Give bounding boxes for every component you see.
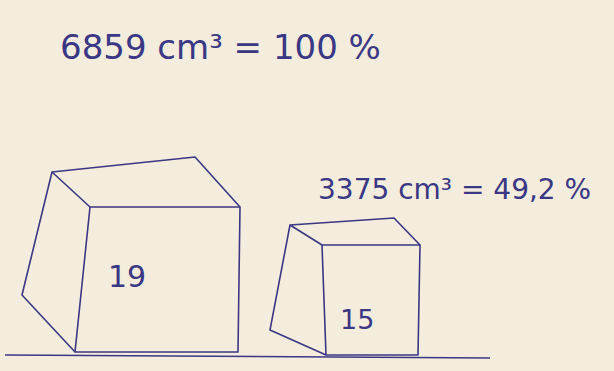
cube: 19: [18, 152, 244, 356]
cube-outline: [18, 152, 244, 356]
cube-edge: [270, 225, 326, 355]
cube: 15: [266, 214, 424, 358]
cube-edge: [322, 245, 420, 355]
cube-edge: [22, 172, 75, 352]
cube-outline: [266, 214, 424, 358]
cube-edge: [290, 218, 420, 245]
cube-edge: [52, 157, 240, 207]
edge-length: 19: [108, 262, 146, 292]
cube-edge: [75, 207, 240, 352]
volume-label: 6859 cm³ = 100 %: [60, 30, 381, 64]
edge-length: 15: [340, 306, 374, 333]
volume-label: 3375 cm³ = 49,2 %: [318, 176, 591, 204]
